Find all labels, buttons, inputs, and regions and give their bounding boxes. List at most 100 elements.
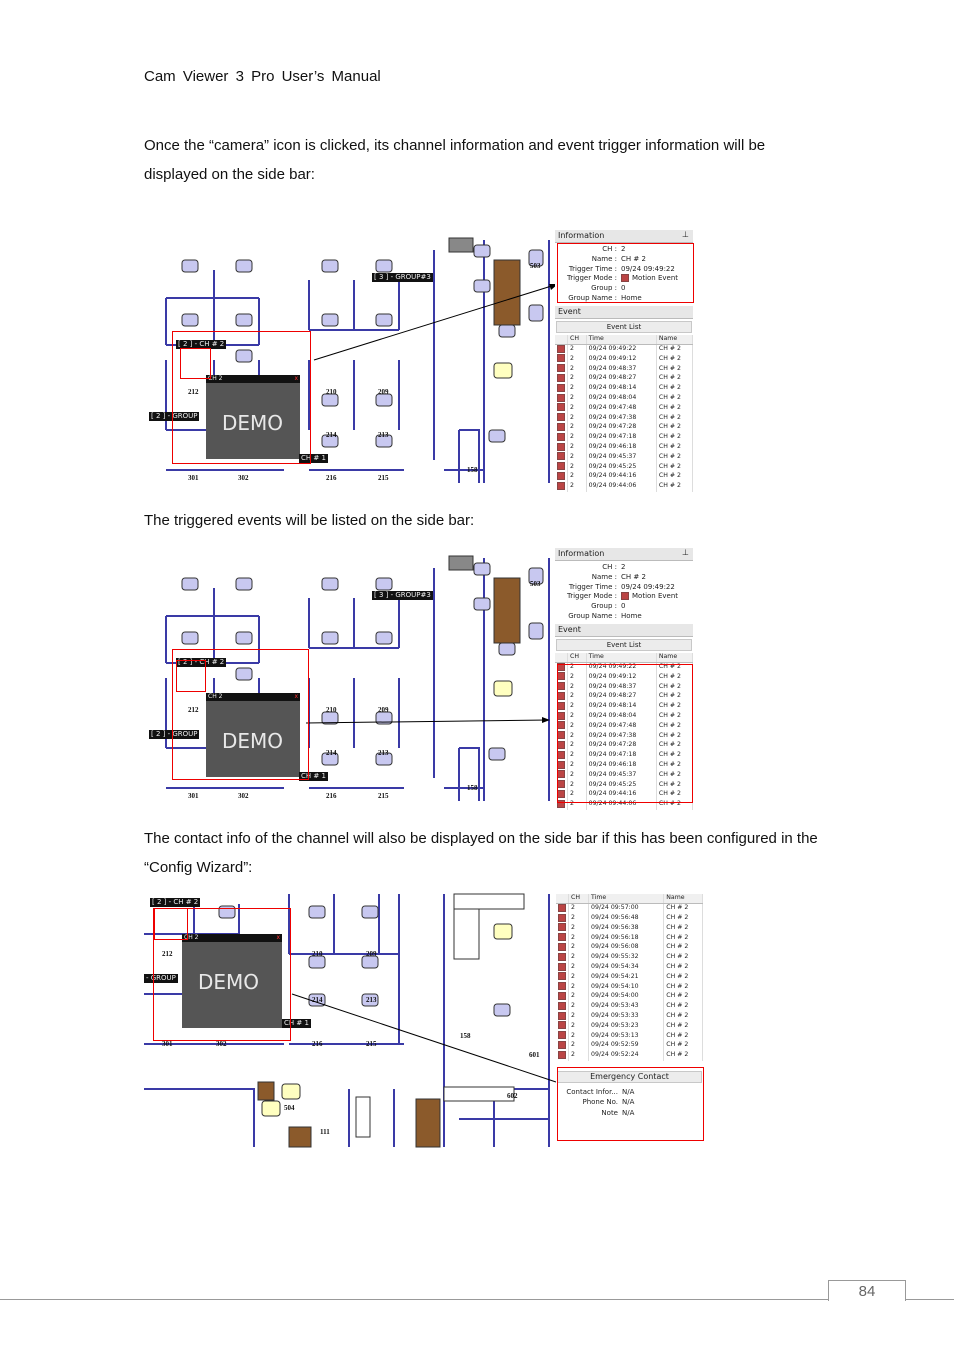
event-name: CH # 2 — [656, 711, 694, 722]
event-name: CH # 2 — [656, 760, 694, 771]
room-216: 216 — [312, 1040, 323, 1048]
event-name: CH # 2 — [656, 481, 694, 492]
demo-watermark: DEMO — [198, 970, 260, 994]
pin-icon[interactable]: ⊥ — [682, 230, 689, 239]
ch1-chip[interactable]: CH # 1 — [299, 454, 328, 463]
event-ch: 2 — [568, 962, 590, 973]
event-ch: 2 — [567, 393, 587, 404]
event-name: CH # 2 — [656, 780, 694, 790]
event-time: 09/24 09:47:28 — [586, 740, 657, 751]
room-209: 209 — [366, 950, 377, 958]
ch2-label[interactable]: [ 2 ] - CH # 2 — [176, 340, 227, 349]
close-icon[interactable]: x — [294, 693, 298, 700]
event-name: CH # 2 — [656, 691, 694, 702]
event-time: 09/24 09:56:18 — [588, 933, 665, 943]
room-301: 301 — [188, 474, 199, 482]
demo-watermark: DEMO — [222, 411, 284, 435]
room-302: 302 — [238, 474, 249, 482]
event-name: CH # 2 — [656, 383, 694, 394]
event-ch: 2 — [568, 923, 590, 934]
ch1-chip[interactable]: CH # 1 — [282, 1019, 311, 1028]
ch2-label[interactable]: [ 2 ] - CH # 2 — [176, 658, 227, 667]
event-icon — [557, 432, 565, 441]
highlight-box — [172, 331, 311, 464]
event-name: CH # 2 — [656, 344, 694, 355]
event-title: Event — [555, 305, 693, 319]
group-label[interactable]: [ 2 ] - GROUP — [149, 730, 200, 739]
room-216: 216 — [326, 474, 337, 482]
ch1-chip[interactable]: CH # 1 — [299, 772, 328, 781]
event-name: CH # 2 — [656, 471, 694, 482]
ch2-label[interactable]: [ 2 ] - CH # 2 — [150, 898, 201, 907]
event-icon — [558, 1040, 566, 1049]
room-504: 504 — [284, 1104, 295, 1112]
close-icon[interactable]: x — [294, 375, 298, 382]
room-212: 212 — [162, 950, 173, 958]
event-name: CH # 2 — [656, 452, 694, 463]
event-ch: 2 — [568, 1050, 590, 1061]
group-label[interactable]: [ 2 ] - GROUP — [149, 412, 200, 421]
room-158: 158 — [467, 466, 478, 474]
close-icon[interactable]: x — [276, 934, 280, 941]
pin-icon[interactable]: ⊥ — [682, 548, 689, 557]
group3-label[interactable]: [ 3 ] - GROUP#3 — [372, 273, 433, 282]
event-name: CH # 2 — [656, 662, 694, 673]
event-name: CH # 2 — [656, 740, 694, 751]
event-icon — [558, 962, 566, 971]
event-ch: 2 — [567, 672, 587, 683]
event-time: 09/24 09:54:21 — [588, 972, 665, 983]
room-215: 215 — [378, 474, 389, 482]
group3-label[interactable]: [ 3 ] - GROUP#3 — [372, 591, 433, 600]
event-icon — [557, 442, 565, 451]
group-label[interactable]: - GROUP — [144, 974, 178, 983]
event-ch: 2 — [568, 1031, 590, 1041]
event-icon — [558, 952, 566, 961]
